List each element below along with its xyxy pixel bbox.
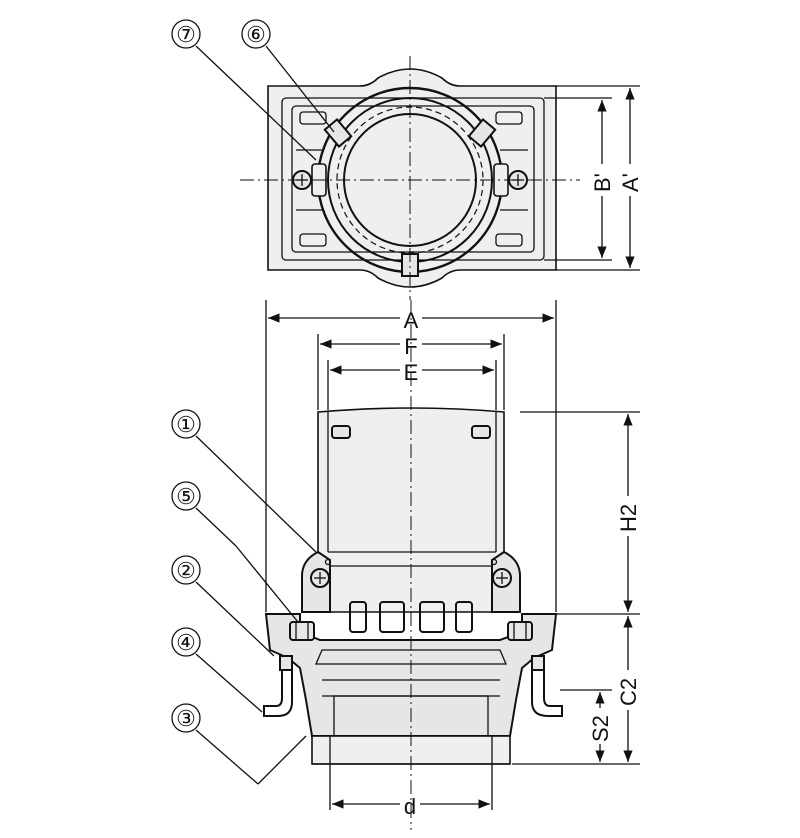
dim-f-label: F: [404, 334, 417, 359]
callout-5-leader-2: [235, 545, 299, 623]
callout-3-circle: [171, 703, 201, 733]
anchor-hook-right: [531, 655, 563, 717]
sleeve-pin: [331, 425, 351, 439]
base-inner-ring: [315, 649, 507, 665]
callout-3-leader-2: [257, 735, 307, 785]
top-view-slot: [299, 111, 327, 125]
dim-bg: [586, 708, 612, 744]
callout-7-label: ⑦: [176, 22, 196, 47]
callout-7-circle: [171, 19, 201, 49]
dim-bg: [400, 792, 420, 822]
top-view-inner-frame-2: [291, 105, 535, 253]
callout-5-circle: [171, 481, 201, 511]
top-view-slot: [495, 111, 523, 125]
callout-1-circle: [171, 409, 201, 439]
callout-2-label: ②: [176, 558, 196, 583]
top-view-clamp: [323, 118, 353, 148]
callout-5-leader: [195, 507, 237, 547]
anchor-hook-head: [531, 655, 545, 671]
sleeve-pin: [471, 425, 491, 439]
callout-2: ②: [171, 555, 275, 657]
dim-s2-label: S2: [588, 715, 613, 742]
flange-bolt-left: [289, 621, 315, 641]
callout-1: ①: [171, 409, 317, 553]
top-view-slot: [299, 233, 327, 247]
callout-7-leader: [195, 45, 317, 161]
lug-dot: [490, 558, 498, 566]
front-view: A F E: [263, 300, 642, 830]
callout-6-label: ⑥: [246, 22, 266, 47]
window-slot: [419, 601, 445, 633]
callout-5: ⑤: [171, 481, 299, 623]
callout-4-label: ④: [176, 630, 196, 655]
anchor-hook-left: [263, 655, 293, 717]
dim-bg: [614, 496, 642, 536]
callout-2-circle: [171, 555, 201, 585]
window-slot: [455, 601, 473, 633]
callout-5-label: ⑤: [176, 484, 196, 509]
dim-b-prime-label: B': [590, 173, 615, 192]
callout-2-leader: [195, 581, 275, 657]
top-view-slot: [495, 233, 523, 247]
dim-bg: [400, 358, 422, 382]
window-slot: [349, 601, 367, 633]
callout-6: ⑥: [241, 19, 335, 133]
lug-dot: [324, 558, 332, 566]
dim-c2-label: C2: [616, 678, 641, 706]
callout-3-label: ③: [176, 706, 196, 731]
callout-1-label: ①: [176, 412, 196, 437]
callout-1-leader: [195, 435, 317, 553]
anchor-hook-head: [279, 655, 293, 671]
dim-bg: [588, 164, 616, 196]
callout-4: ④: [171, 627, 263, 713]
dim-a-prime-label: A': [618, 173, 643, 192]
dim-d-label: d: [404, 794, 416, 819]
dim-a-label: A: [404, 308, 419, 333]
callout-7: ⑦: [171, 19, 317, 161]
dim-bg: [618, 164, 644, 196]
flange-bolt-right: [507, 621, 533, 641]
callout-4-circle: [171, 627, 201, 657]
dim-bg: [614, 670, 642, 710]
callout-6-leader: [265, 45, 335, 133]
dim-h2-label: H2: [616, 504, 641, 532]
callout-4-leader: [195, 653, 263, 713]
callout-3: ③: [171, 703, 307, 785]
top-view-clamp: [467, 118, 497, 148]
callout-6-circle: [241, 19, 271, 49]
callout-3-leader: [195, 729, 259, 785]
window-slot: [379, 601, 405, 633]
top-view: B' A': [240, 56, 644, 300]
